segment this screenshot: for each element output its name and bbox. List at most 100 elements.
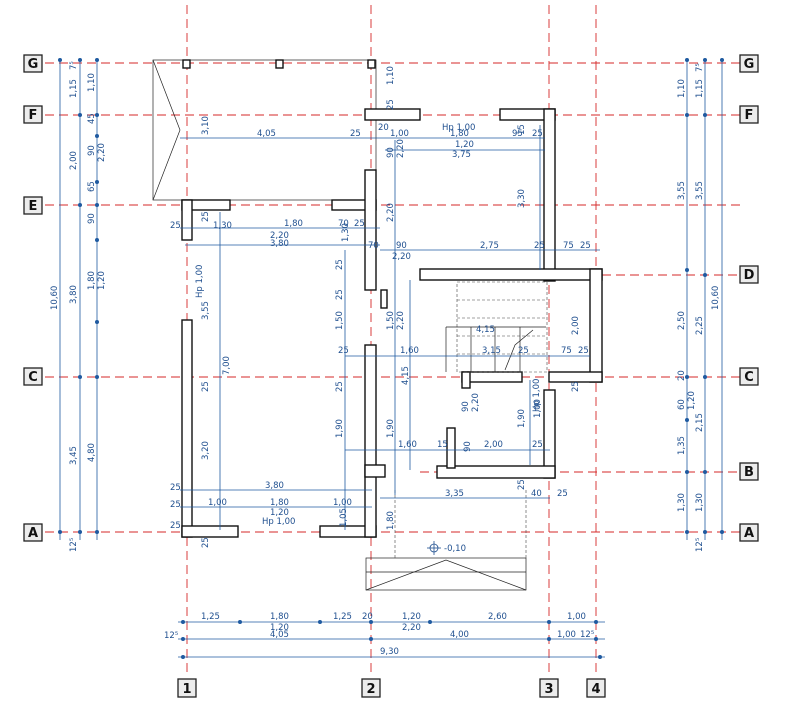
right-dim-120: 1,20 (687, 391, 697, 410)
left-dim-45: 45 (87, 113, 97, 124)
wall-a-left (181, 525, 239, 538)
int-dim-63: 3,20 (201, 441, 211, 460)
right-dim-215: 2,15 (695, 413, 705, 432)
bottom-dim-125a: 1,25 (201, 612, 220, 622)
pergola-frame (152, 59, 377, 201)
right-dim-125: 12⁵ (695, 538, 705, 552)
bottom-dim-125c: 12⁵ (164, 631, 178, 641)
right-dim-20: 20 (677, 370, 687, 381)
axis-labels-left: G F E C A (23, 54, 43, 542)
elevation-marker: -0,10 (427, 541, 466, 555)
wall-3-upper (543, 108, 556, 282)
right-dim-355b: 3,55 (695, 181, 705, 200)
int-dim-49: 25 (335, 381, 345, 392)
entrance-steps (365, 490, 527, 591)
left-dim-480: 4,80 (87, 443, 97, 462)
axis-label-4: 4 (591, 682, 600, 697)
hp-label-right: Hp 1,00 (532, 379, 542, 412)
elevation-label: -0,10 (444, 544, 466, 554)
int-dim-30: 75 (563, 241, 574, 251)
int-dim-66: 3,35 (445, 489, 464, 499)
int-dim-36: 1,50 (335, 311, 345, 330)
terrace (365, 557, 527, 591)
hp-label-bottom: Hp 1,00 (262, 517, 295, 527)
int-dim-38: 2,20 (396, 311, 406, 330)
int-dim-35: 3,55 (201, 301, 211, 320)
int-dim-32: 2,20 (392, 252, 411, 262)
wall-f-left (364, 108, 421, 121)
right-dim-1060: 10,60 (711, 286, 721, 310)
int-dim-61: 2,00 (484, 440, 503, 450)
right-dim-225: 2,25 (695, 316, 705, 335)
right-dim-110: 1,10 (677, 79, 687, 98)
right-dim-130: 1,30 (677, 493, 687, 512)
int-dim-22: 2,20 (270, 231, 289, 241)
int-dim-71: 1,80 (270, 498, 289, 508)
int-dim-18: 25 (201, 211, 211, 222)
right-dimensions: 7⁵ 1,15 3,55 10,60 2,25 2,15 1,30 12⁵ 1,… (677, 58, 724, 552)
int-dim-41: 25 (338, 346, 349, 356)
int-dim-20: 70 (338, 219, 349, 229)
column-g-mid (275, 59, 284, 69)
wall-4 (589, 268, 603, 383)
int-dim-78: 25 (170, 521, 181, 531)
left-dim-120: 1,20 (97, 271, 107, 290)
right-dim-60: 60 (677, 399, 687, 410)
int-dim-46: 25 (578, 346, 589, 356)
wall-stub-b (446, 427, 456, 469)
left-dim-220: 2,20 (97, 143, 107, 162)
int-dim-19: 1,80 (284, 219, 303, 229)
int-dim-29: 25 (534, 241, 545, 251)
int-dim-34: 25 (335, 289, 345, 300)
int-dim-37: 1,50 (386, 311, 396, 330)
bottom-dim-120b: 1,20 (402, 612, 421, 622)
int-dim-53: 90 (461, 401, 471, 412)
bottom-dim-220: 2,20 (402, 623, 421, 633)
int-dim-43: 3,15 (482, 346, 501, 356)
right-dim-355: 3,55 (677, 181, 687, 200)
left-dim-115: 1,15 (69, 79, 79, 98)
int-dim-16: 25 (170, 221, 181, 231)
left-dim-180: 1,80 (87, 271, 97, 290)
bottom-dim-125d: 12⁵ (580, 630, 594, 640)
axis-label-C-left: C (28, 370, 38, 385)
bottom-dim-100a: 1,00 (567, 612, 586, 622)
int-dim-21: 25 (354, 219, 365, 229)
int-dim-54: 2,20 (471, 393, 481, 412)
int-dim-13: 90 (386, 147, 396, 158)
int-dim-1: 25 (350, 129, 361, 139)
int-dim-10: 25 (386, 99, 396, 110)
int-dim-28: 2,75 (480, 241, 499, 251)
left-dim-380: 3,80 (69, 285, 79, 304)
int-dim-7: 3,75 (452, 150, 471, 160)
int-dim-14: 2,20 (396, 139, 406, 158)
wall-c-right (548, 371, 603, 383)
int-dim-55: 1,90 (335, 419, 345, 438)
int-dim-27: 90 (396, 241, 407, 251)
int-dim-31: 25 (580, 241, 591, 251)
int-dim-33: 25 (335, 259, 345, 270)
int-dim-39: 4,15 (476, 325, 495, 335)
int-dim-51: 25 (571, 381, 581, 392)
axis-label-B-right: B (744, 465, 754, 480)
int-dim-59: 15 (437, 440, 448, 450)
left-dim-65: 65 (87, 181, 97, 192)
int-dim-42: 1,60 (400, 346, 419, 356)
int-dim-65: 25 (170, 483, 181, 493)
int-dim-9: 1,10 (386, 66, 396, 85)
column-g1 (182, 59, 191, 69)
int-dim-50: 4,15 (401, 366, 411, 385)
int-dim-8: 3,10 (201, 116, 211, 135)
int-dim-72: 1,00 (333, 498, 352, 508)
right-dim-135: 1,35 (677, 436, 687, 455)
int-dim-25: 2,20 (386, 203, 396, 222)
left-dim-90a: 90 (87, 145, 97, 156)
int-dim-2: 1,00 (390, 129, 409, 139)
bottom-dim-180: 1,80 (270, 612, 289, 622)
left-dim-75: 7⁵ (69, 61, 79, 70)
wall-2-lower (364, 344, 377, 538)
int-dim-68: 40 (531, 489, 542, 499)
axis-label-G-left: G (28, 57, 39, 72)
int-dim-11: 20 (378, 123, 389, 133)
